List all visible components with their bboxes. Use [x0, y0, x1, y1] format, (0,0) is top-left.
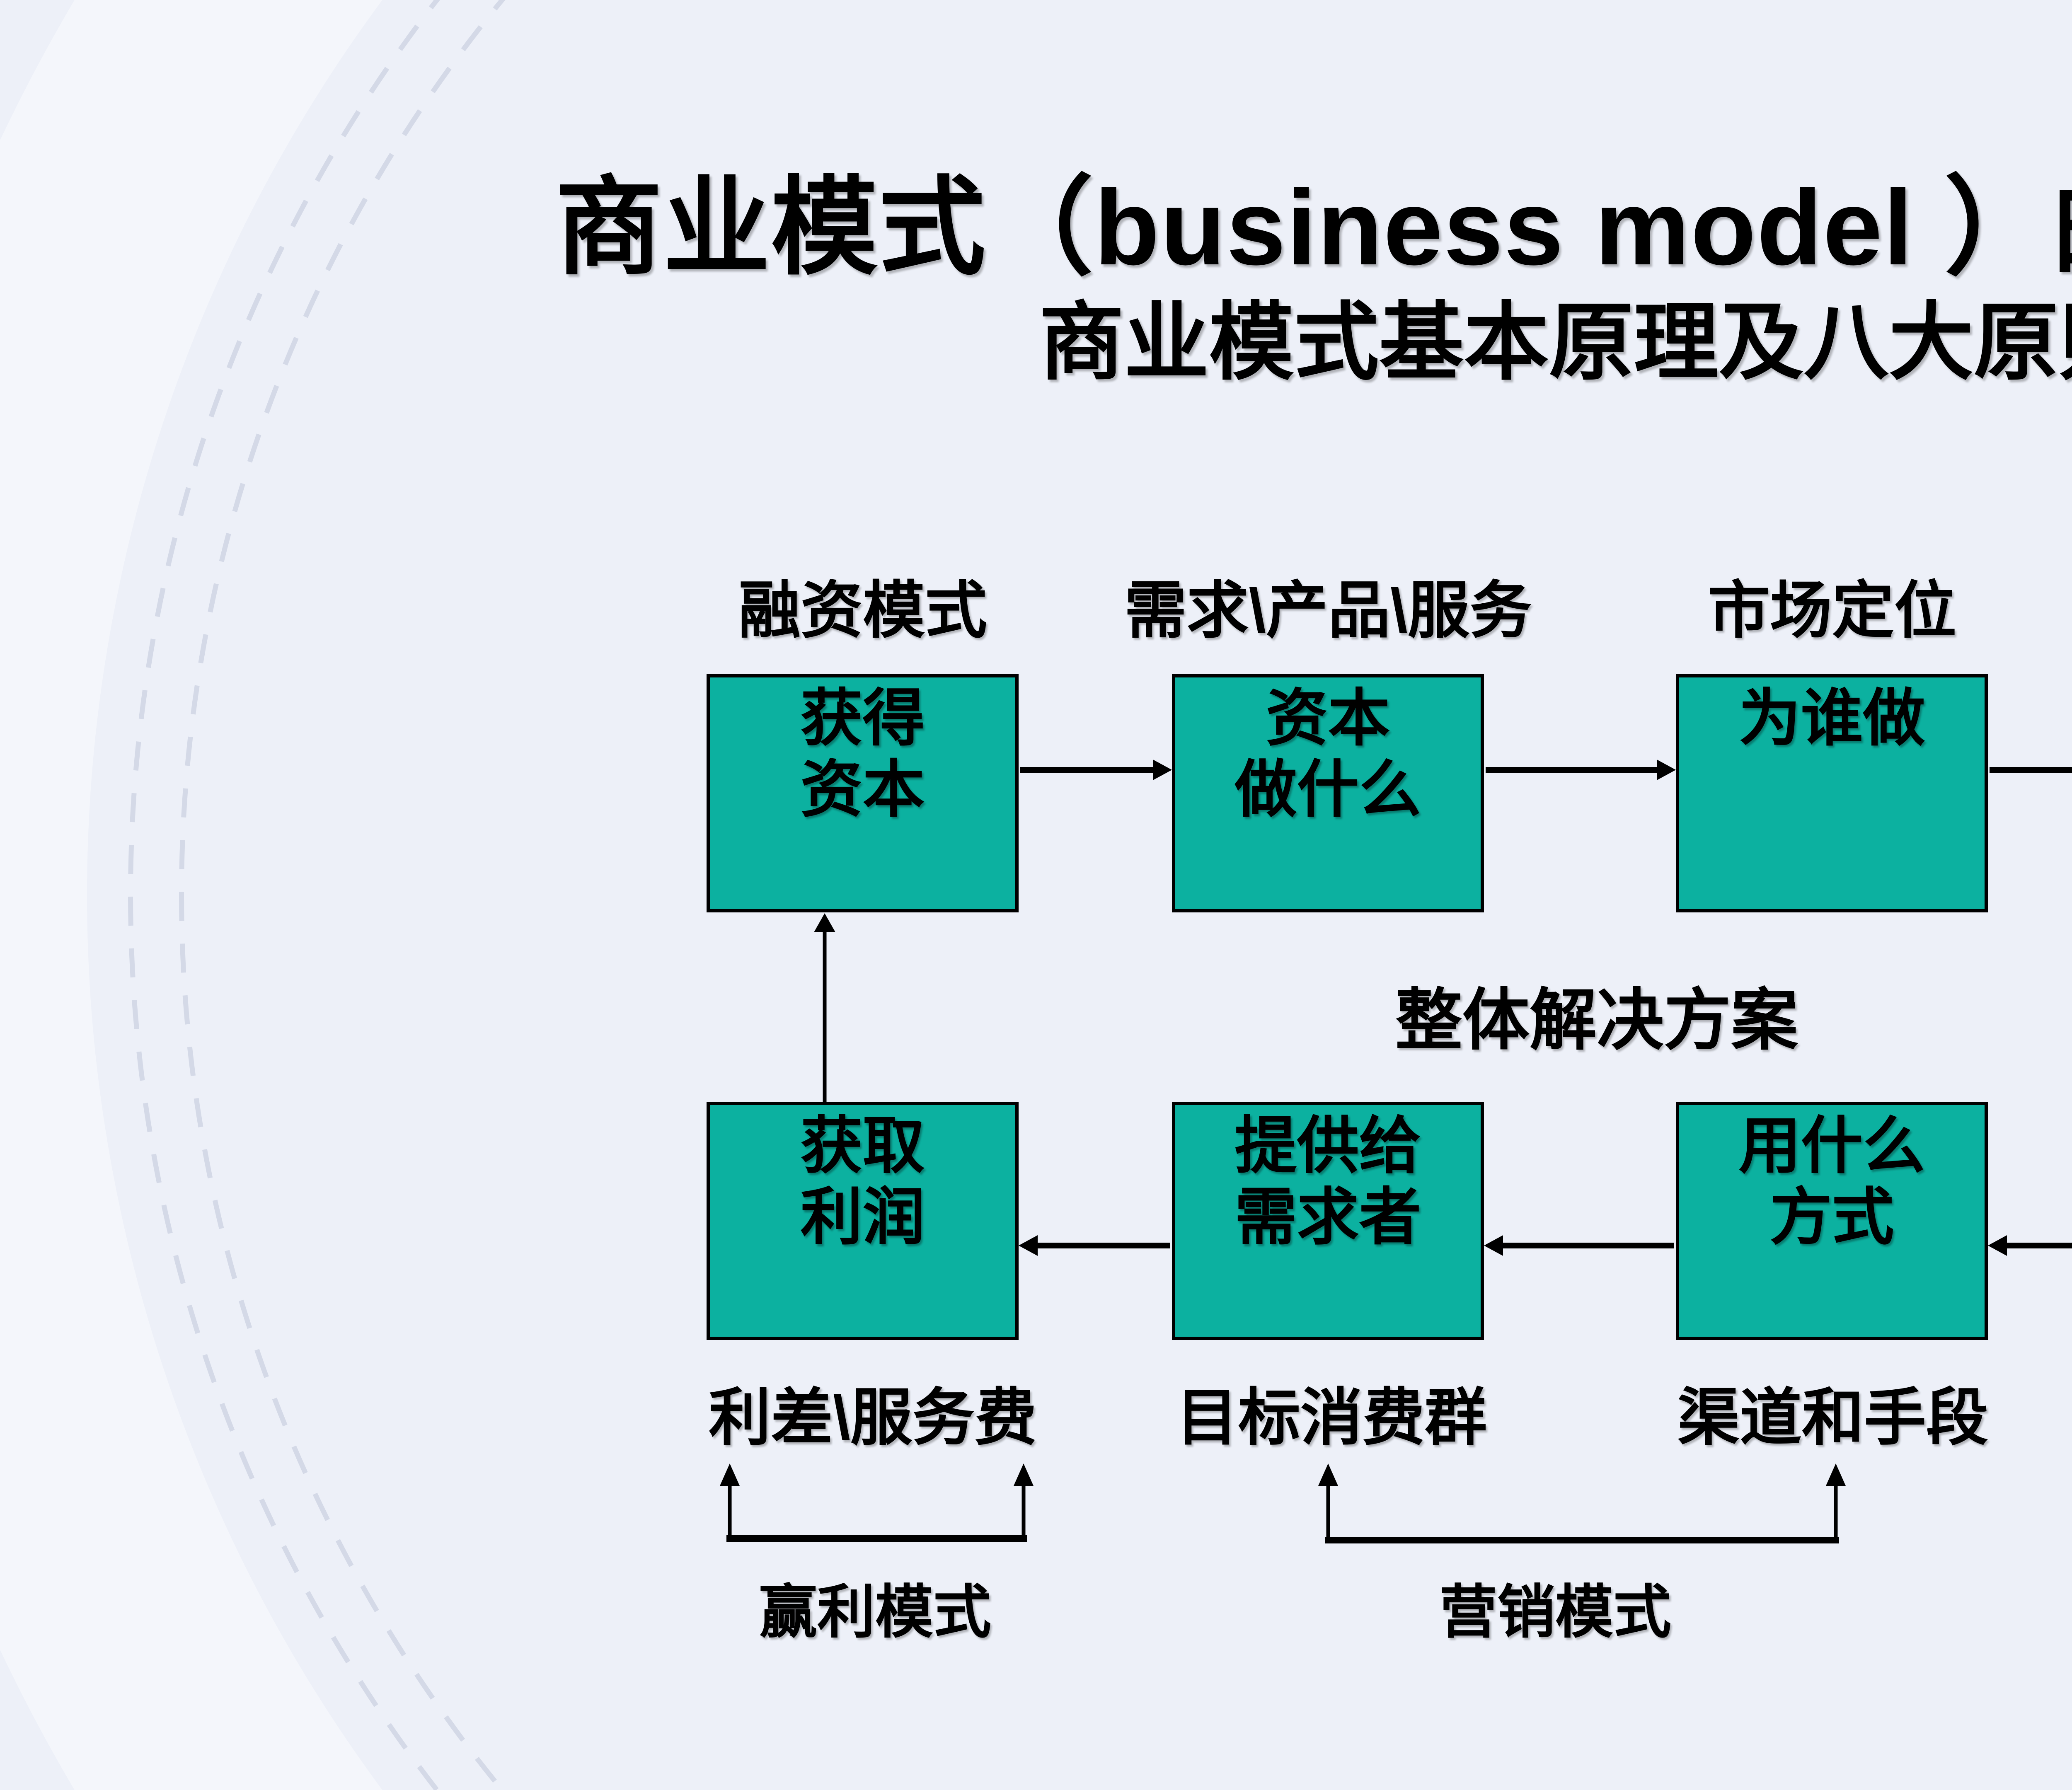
- flow-arrow-right-2: [1486, 760, 1676, 780]
- flow-arrow-left-1: [1988, 1235, 2072, 1256]
- label-material-procurement-logistics: 材料\采购\物流: [2024, 560, 2072, 650]
- flow-box-for-whom: 为谁做: [1676, 674, 1988, 912]
- bracket-marketing-model: [1318, 1463, 1846, 1543]
- dashed-circle-inner: [179, 0, 506, 1790]
- flow-box-provide-to-demanders: 提供给 需求者: [1172, 1102, 1484, 1340]
- page-subtitle: 商业模式基本原理及八大原则: [1039, 295, 2072, 390]
- flow-arrow-right-1: [1020, 760, 1172, 780]
- flow-box-obtain-capital: 获得 资本: [707, 674, 1019, 912]
- flow-arrow-left-2: [1484, 1235, 1674, 1256]
- label-spread-service-fee: 利差\服务费: [709, 1383, 1037, 1452]
- flow-arrow-right-3: [1990, 767, 2072, 773]
- label-channels-and-means: 渠道和手段: [1677, 1383, 1988, 1452]
- bracket-profit-model: [720, 1463, 1034, 1542]
- flow-box-gain-profit: 获取 利润: [707, 1102, 1019, 1340]
- label-demand-product-service: 需求\产品\服务: [1124, 576, 1532, 645]
- flow-arrow-up-left: [814, 913, 835, 1102]
- label-financing-model: 融资模式: [738, 576, 987, 645]
- label-target-consumers: 目标消费群: [1176, 1383, 1487, 1452]
- label-marketing-model: 营销模式: [1439, 1580, 1671, 1645]
- label-market-positioning: 市场定位: [1707, 576, 1956, 645]
- flow-arrow-left-3: [1019, 1235, 1170, 1256]
- page-title: 商业模式（business model ）的标准流程:: [555, 167, 2072, 287]
- flow-box-capital-purpose: 资本 做什么: [1172, 674, 1484, 912]
- label-profit-model: 赢利模式: [759, 1580, 991, 1645]
- flow-box-by-what-method: 用什么 方式: [1676, 1102, 1988, 1340]
- label-production-method: 生产方式: [2015, 1367, 2072, 1457]
- label-overall-solution: 整体解决方案: [1395, 983, 1798, 1058]
